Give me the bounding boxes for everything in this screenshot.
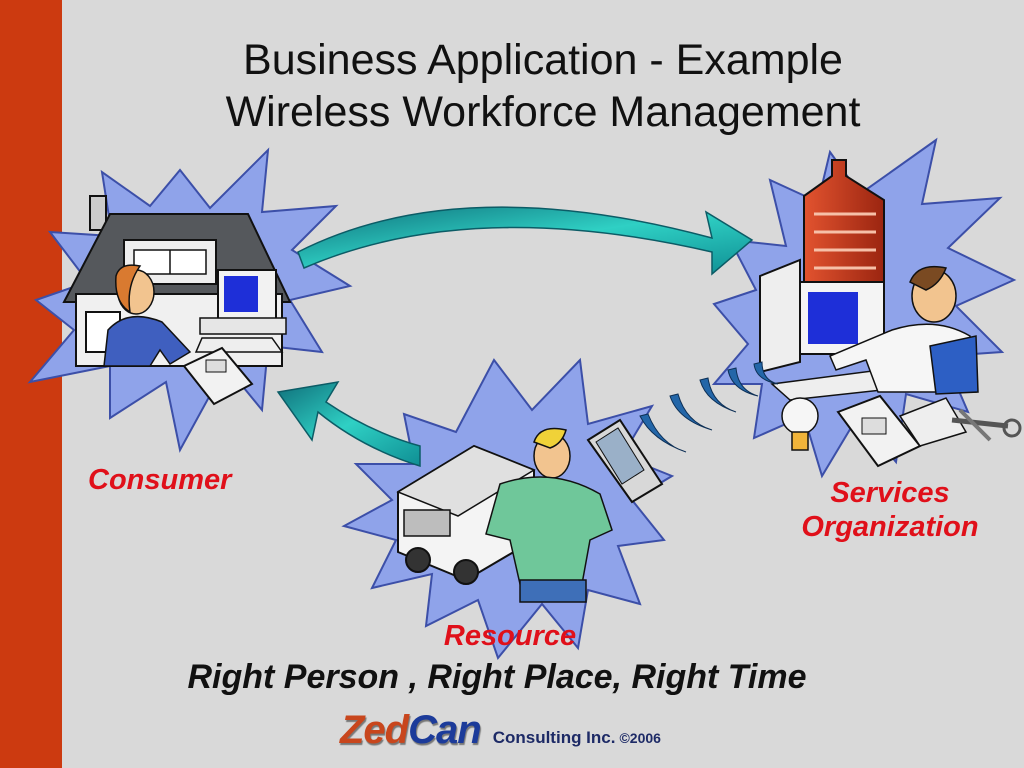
services-label-line-1: Services	[830, 477, 950, 509]
tagline: Right Person , Right Place, Right Time	[187, 658, 807, 696]
title-line-1: Business Application - Example	[243, 36, 843, 84]
resource-label: Resource	[443, 620, 577, 652]
logo-part-2: Can	[408, 708, 482, 752]
arrow-icon	[276, 380, 421, 468]
delivery-van-icon	[396, 444, 536, 585]
services-organization-label: Services Organization	[770, 476, 1010, 544]
zedcan-logo: ZedCan	[340, 708, 482, 753]
slide-title: Business Application - Example Wireless …	[62, 34, 1024, 138]
office-building-icon	[803, 159, 885, 301]
wireless-signal-icon	[639, 361, 779, 453]
lightbulb-icon	[781, 397, 819, 451]
footer: ZedCan Consulting Inc. ©2006	[340, 708, 661, 752]
telephone-icon	[836, 394, 922, 468]
worker-person-icon	[829, 265, 979, 395]
handheld-device-icon	[586, 418, 664, 504]
telephone-icon	[182, 346, 254, 406]
technician-icon	[485, 427, 613, 603]
company-name: Consulting Inc.	[492, 728, 616, 747]
consumer-label: Consumer	[88, 464, 232, 496]
title-line-2: Wireless Workforce Management	[225, 88, 861, 136]
consumer-person-icon	[103, 264, 192, 367]
services-label-line-2: Organization	[801, 511, 979, 543]
tools-icon	[951, 408, 1022, 442]
arrow-icon	[297, 206, 754, 276]
logo-part-1: Zed	[340, 708, 409, 752]
copyright: ©2006	[619, 730, 661, 746]
computer-icon	[194, 269, 287, 353]
side-bar	[0, 0, 62, 768]
fax-icon	[898, 397, 968, 447]
